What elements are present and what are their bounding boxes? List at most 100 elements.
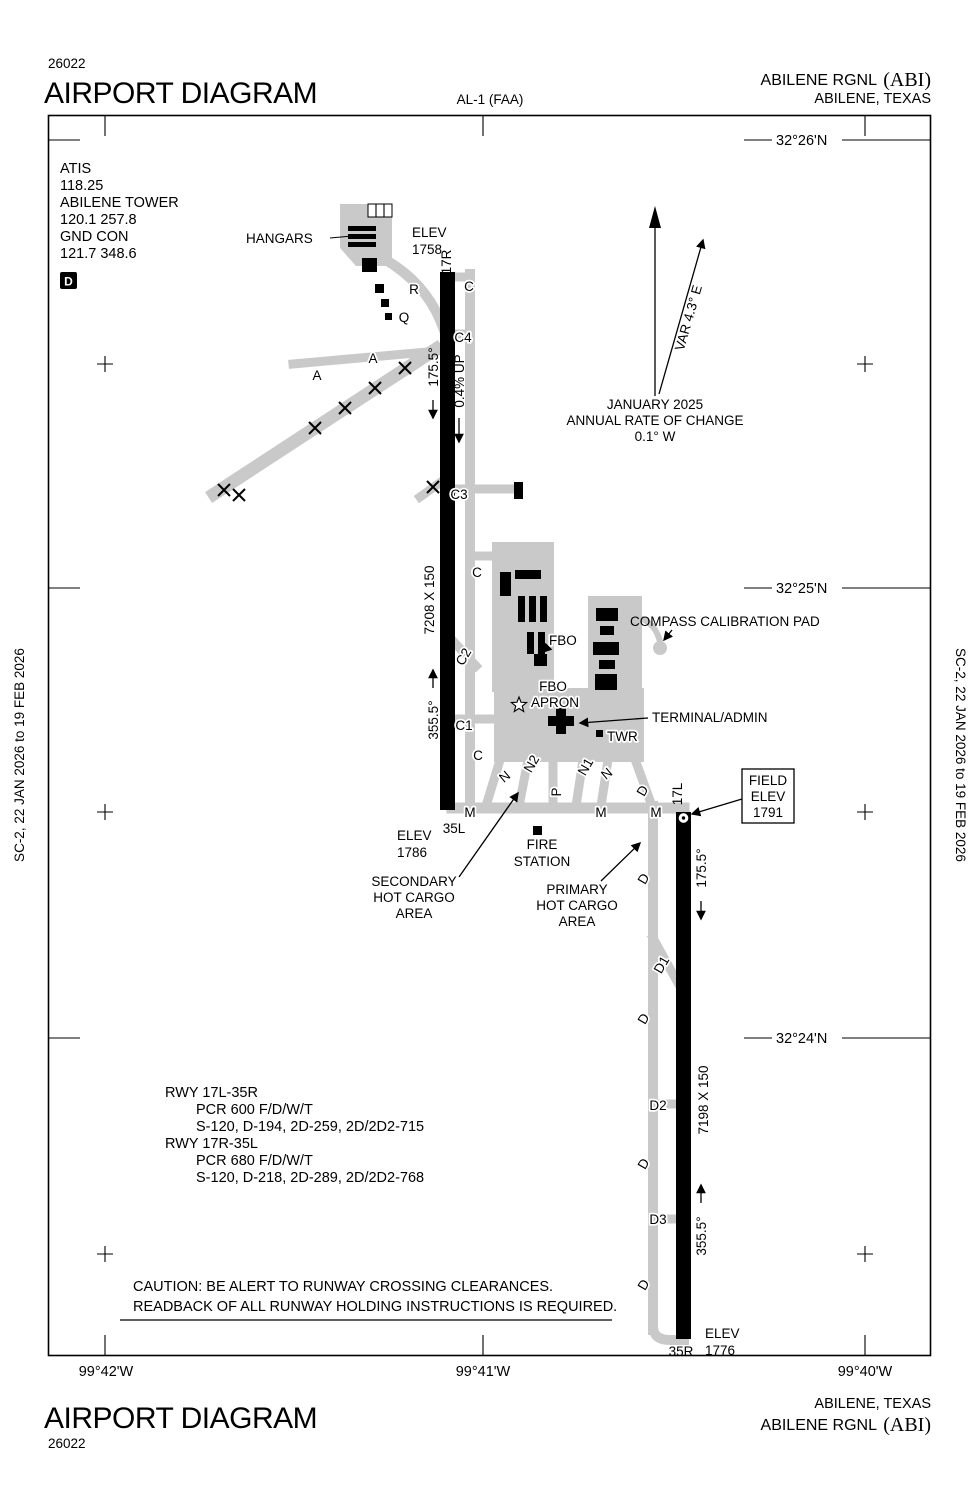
latitude-ticks	[48, 139, 931, 1039]
tower-label-map: TWR	[607, 729, 638, 744]
variation-rate-label: ANNUAL RATE OF CHANGE	[566, 413, 743, 428]
taxiway-a	[288, 346, 443, 369]
taxiway-label-d2: D2	[649, 1098, 666, 1113]
elev-35r-label: ELEV	[705, 1326, 740, 1341]
elev-35r-value: 1776	[705, 1343, 735, 1358]
margin-edition-right: SC-2, 22 JAN 2026 to 19 FEB 2026	[953, 648, 968, 862]
taxiway-label-c-mid: C	[472, 565, 482, 580]
runway-data-line-3: RWY 17R-35L	[165, 1136, 258, 1152]
runway-17l-35r-dimensions: 7198 X 150	[696, 1065, 711, 1134]
closed-runway-x-icon	[368, 381, 382, 395]
elev-35l-label: ELEV	[397, 828, 432, 843]
building	[348, 234, 376, 239]
taxiway-labels: C C4 R Q A A C3 C C2 C1 C N N2 P N1 N M …	[311, 277, 674, 1294]
closed-runway-x-icon	[338, 401, 352, 415]
elev-35l-value: 1786	[397, 845, 427, 860]
hangar-outline	[367, 203, 393, 218]
primary-cargo-label-1: HOT CARGO	[536, 898, 618, 913]
building	[518, 596, 525, 622]
atis-label: ATIS	[60, 161, 91, 177]
runway-data-line-2: S-120, D-194, 2D-259, 2D/2D2-715	[196, 1119, 424, 1135]
taxiway-n-east	[595, 754, 614, 812]
airport-id-top: (ABI)	[883, 69, 931, 91]
fbo-apron-label-1: APRON	[531, 695, 579, 710]
graticule-cross-marks	[97, 356, 873, 1262]
runway-17r-35l	[440, 272, 455, 810]
compass-pad-leader	[663, 629, 673, 642]
field-elev-box	[741, 768, 795, 824]
runway-heading-175-2: 175.5°	[694, 848, 709, 887]
hangars-label: HANGARS	[246, 231, 313, 246]
building	[381, 299, 389, 307]
lat-label-1: 32°25'N	[776, 581, 827, 597]
magnetic-variation-arrow	[658, 238, 706, 395]
runway-end-35l: 35L	[443, 821, 466, 836]
map-border	[47, 114, 932, 1357]
page-title: AIRPORT DIAGRAM	[44, 77, 317, 110]
airport-name-top: ABILENE RGNL	[761, 72, 878, 89]
runway-heading-355-2: 355.5°	[694, 1216, 709, 1255]
taxiway-c2	[448, 636, 483, 673]
building	[596, 608, 618, 621]
terminal-building	[556, 708, 566, 734]
runway-heading-355-1: 355.5°	[426, 700, 441, 739]
taxiway-label-p: P	[549, 787, 564, 796]
building	[348, 226, 376, 231]
taxiway-label-m-west: M	[464, 805, 475, 820]
building	[599, 660, 615, 669]
procedure-id: AL-1 (FAA)	[457, 92, 524, 107]
taxiway-hangar-link	[379, 253, 454, 345]
building	[375, 284, 384, 293]
lon-label-2: 99°40'W	[838, 1364, 893, 1380]
caution-line-1: READBACK OF ALL RUNWAY HOLDING INSTRUCTI…	[133, 1299, 617, 1315]
taxiway-label-a-west: A	[312, 368, 321, 383]
compass-calibration-pad	[653, 641, 667, 655]
taxiway-n-west	[480, 754, 506, 812]
margin-edition-left: SC-2, 22 JAN 2026 to 19 FEB 2026	[12, 648, 27, 862]
fire-station-building	[533, 826, 542, 835]
buildings	[348, 203, 619, 835]
field-elev-leader	[690, 798, 743, 817]
ground-label: GND CON	[60, 229, 128, 245]
primary-cargo-label-0: PRIMARY	[546, 882, 607, 897]
secondary-cargo-leader	[458, 791, 519, 878]
compass-pad-label: COMPASS CALIBRATION PAD	[630, 614, 820, 629]
compass-pad-stub	[636, 614, 664, 646]
taxiway-label-c1: C1	[455, 718, 472, 733]
fbo-apron-label-0: FBO	[539, 679, 567, 694]
building	[514, 482, 523, 499]
building	[538, 632, 545, 654]
declared-distance-icon	[60, 272, 77, 289]
runway-17r-35l-dimensions: 7208 X 150	[422, 565, 437, 634]
field-elev-line-1: ELEV	[751, 789, 786, 804]
fbo-label: FBO	[549, 633, 577, 648]
closed-runway-x-icon	[398, 361, 412, 375]
fbo-building	[534, 654, 547, 666]
secondary-cargo-label-0: SECONDARY	[371, 874, 456, 889]
taxiway-n1	[570, 754, 589, 812]
page-title-bottom: AIRPORT DIAGRAM	[44, 1402, 317, 1435]
building	[500, 572, 511, 596]
building	[540, 596, 547, 622]
primary-cargo-leader	[600, 841, 642, 882]
field-elev-line-2: 1791	[753, 805, 783, 820]
runway-data-line-0: RWY 17L-35R	[165, 1085, 258, 1101]
fbo-leader	[541, 642, 553, 654]
field-elevation-dot	[681, 816, 686, 820]
declared-distance-letter: D	[64, 275, 73, 289]
building	[385, 313, 392, 320]
taxiway-d-south	[647, 1320, 689, 1345]
primary-cargo-label-2: AREA	[559, 914, 596, 929]
building	[595, 674, 617, 690]
lat-label-2: 32°24'N	[776, 1031, 827, 1047]
terminal-leader	[578, 717, 649, 728]
secondary-cargo-label-1: HOT CARGO	[373, 890, 455, 905]
taxiway-label-c-bottom: C	[473, 748, 483, 763]
fire-station-label-0: FIRE	[527, 837, 558, 852]
taxiway-label-a-east: A	[368, 351, 377, 366]
taxiway-label-m-east: M	[650, 805, 661, 820]
building	[529, 596, 536, 622]
building	[600, 626, 614, 635]
longitude-ticks	[104, 115, 866, 1356]
